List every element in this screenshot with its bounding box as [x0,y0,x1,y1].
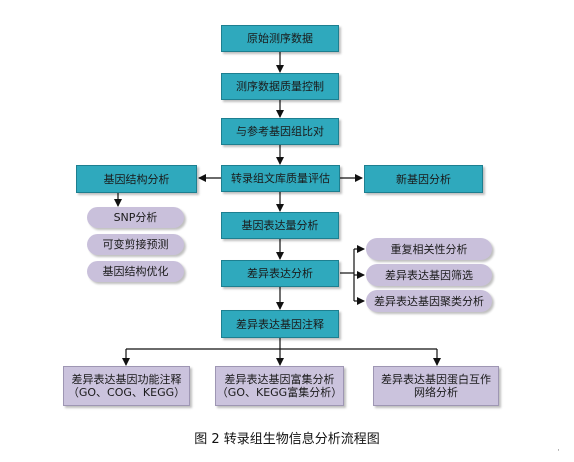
enrichment-line1: 差异表达基因富集分析 [224,373,335,386]
pill-structure-opt: 基因结构优化 [87,261,184,282]
pill-snp: SNP分析 [87,207,184,228]
figure-caption: 图 2 转录组生物信息分析流程图 [194,432,380,447]
node-ppi-network: 差异表达基因蛋白互作 网络分析 [373,366,499,406]
watermark: · [557,446,560,456]
ppi-line2: 网络分析 [414,386,458,399]
node-library-eval: 转录组文库质量评估 [221,165,340,192]
node-raw-data: 原始测序数据 [221,25,339,52]
pill-repeat-correlation: 重复相关性分析 [366,238,492,260]
node-deg-annotation: 差异表达基因注释 [221,310,339,338]
node-diff-expression: 差异表达分析 [221,260,339,287]
functional-annotation-line2: （GO、COG、KEGG） [67,386,186,399]
node-expression: 基因表达量分析 [221,212,339,239]
node-quality-control: 测序数据质量控制 [221,73,339,100]
node-gene-structure: 基因结构分析 [76,165,197,193]
enrichment-line2: （GO、KEGG富集分析） [216,386,343,399]
pill-alt-splicing: 可变剪接预测 [87,234,184,255]
node-alignment: 与参考基因组比对 [221,118,339,145]
ppi-line1: 差异表达基因蛋白互作 [381,373,491,386]
pill-deg-screening: 差异表达基因筛选 [366,264,492,286]
node-functional-annotation: 差异表达基因功能注释 （GO、COG、KEGG） [63,366,190,406]
node-new-gene: 新基因分析 [364,165,483,193]
functional-annotation-line1: 差异表达基因功能注释 [71,373,182,386]
node-enrichment: 差异表达基因富集分析 （GO、KEGG富集分析） [215,366,344,406]
pill-deg-clustering: 差异表达基因聚类分析 [366,290,492,312]
